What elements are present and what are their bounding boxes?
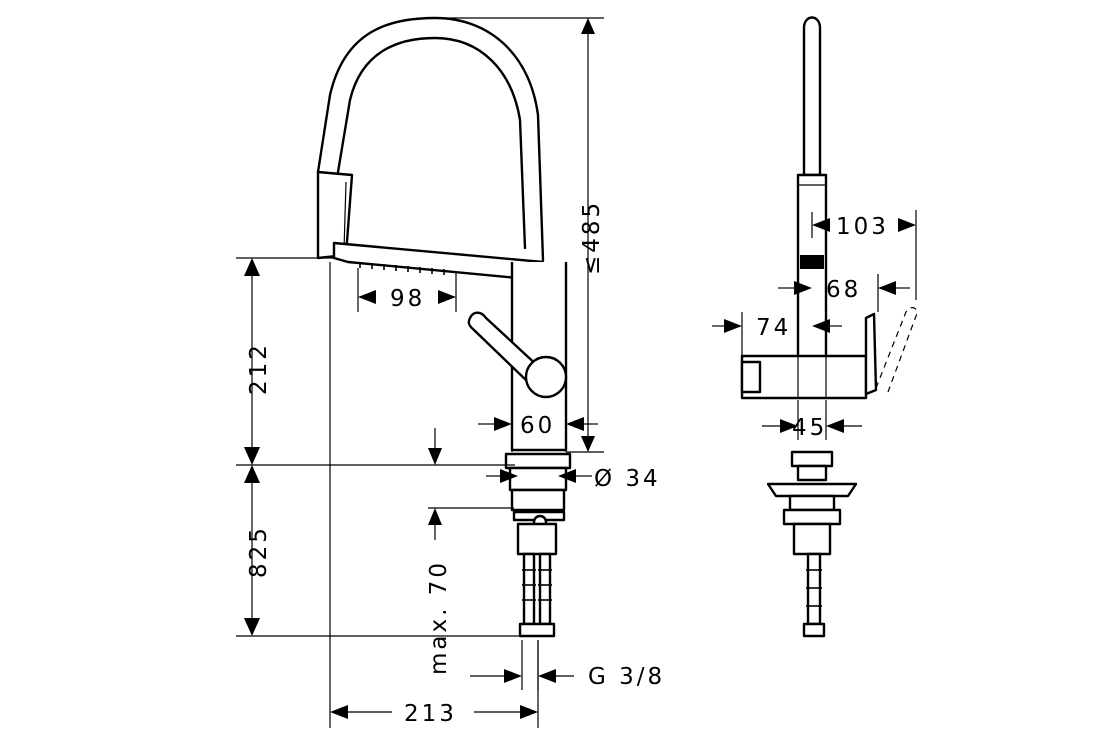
side-base-ring [790,450,834,468]
front-view [316,16,572,638]
dim-74: 74 [756,315,791,341]
aerator-hatch [359,262,445,275]
mounting-nut [516,522,558,556]
side-lever [864,312,878,396]
dim-diameter-34: Ø 34 [594,466,661,492]
base-ring-top [504,452,572,470]
dim-98: 98 [390,286,425,312]
side-spout-tube [802,16,822,177]
mounting-shank [510,488,566,512]
side-supply-hose [806,552,822,626]
spout-arch-inner [336,36,527,250]
side-base-plate [766,482,858,498]
side-dimension-lines [712,210,917,440]
dim-485: ≤485 [579,200,605,275]
base-ring-bottom [508,466,568,492]
lever-knob [524,355,568,399]
dim-max-70: max. 70 [426,560,452,675]
dim-213: 213 [404,701,457,727]
spout-arch-outer [316,16,545,262]
side-view [740,16,918,638]
dim-68: 68 [826,277,861,303]
dim-g38: G 3/8 [588,664,665,690]
side-shank-thread [782,508,842,526]
front-dimension-lines [236,17,604,728]
dim-45: 45 [792,415,827,441]
side-spray-band [800,255,824,269]
dim-825: 825 [246,525,272,578]
side-lever-alt-position [875,307,918,393]
supply-hoses [518,552,556,638]
dim-103: 103 [836,214,889,240]
dim-212: 212 [246,342,272,395]
dim-60: 60 [520,413,555,439]
